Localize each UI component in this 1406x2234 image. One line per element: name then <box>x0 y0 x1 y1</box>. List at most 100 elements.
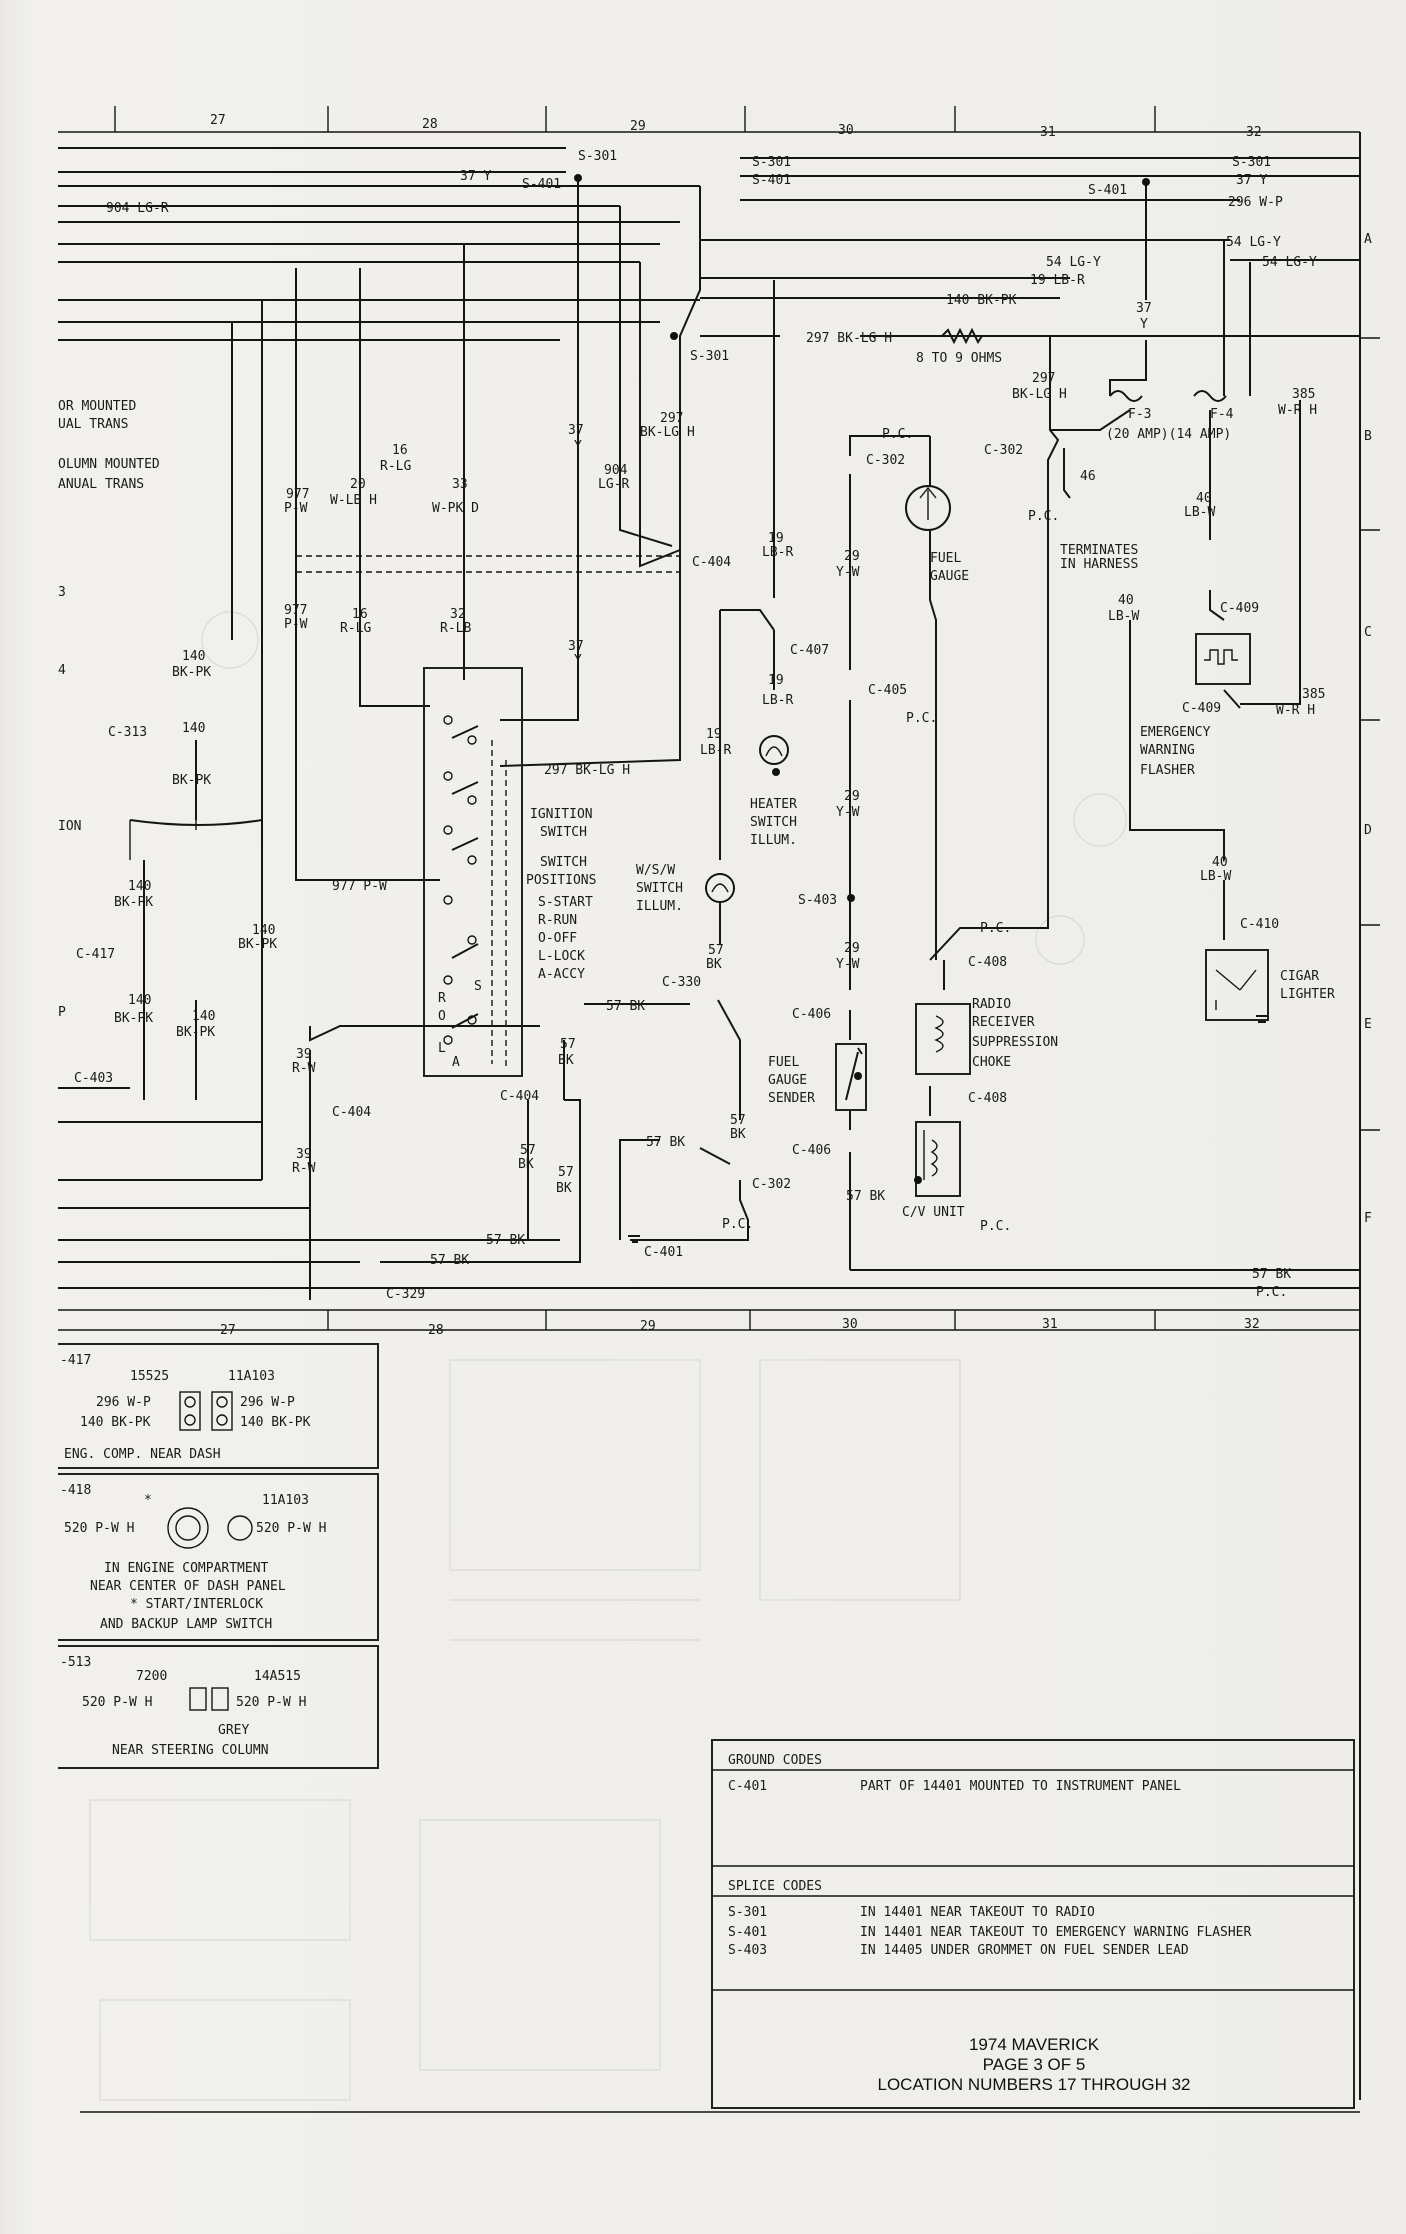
wire-40-lbw: 40 <box>1118 593 1134 608</box>
wire-29-yw: Y-W <box>836 805 860 820</box>
flasher-label: WARNING <box>1140 743 1195 758</box>
wire-40-lbw: LB-W <box>1108 609 1139 624</box>
wire-904-lgr: 904 <box>604 463 628 478</box>
wire-57-bk: 57 <box>708 943 724 958</box>
switch-letter-s: S <box>474 979 482 994</box>
ground-code-desc: PART OF 14401 MOUNTED TO INSTRUMENT PANE… <box>860 1779 1181 1794</box>
wire-57-bk: BK <box>706 957 722 972</box>
bus-label-54-lg-y: 54 LG-Y <box>1262 255 1317 270</box>
terminates-in-harness: IN HARNESS <box>1060 557 1138 572</box>
cv-unit-label: C/V UNIT <box>902 1205 965 1220</box>
inset-wire: 296 W-P <box>96 1395 151 1410</box>
bk-pk-140-branch: 140 BK-PK C-313 140 BK-PK 140 BK-PK 140 … <box>74 649 277 1100</box>
radio-choke-label: RADIO <box>972 997 1011 1012</box>
connector-c410: C-410 <box>1240 917 1279 932</box>
wire-57-bk-h: 57 BK <box>486 1233 525 1248</box>
inset-note: NEAR STEERING COLUMN <box>112 1743 269 1758</box>
radio-choke-label: SUPPRESSION <box>972 1035 1058 1050</box>
fuel-gauge-label: GAUGE <box>930 569 969 584</box>
heater-switch-illum: ILLUM. <box>750 833 797 848</box>
row-letter-e: E <box>1364 1017 1372 1032</box>
inset-box-513: -513 7200 14A515 520 P-W H 520 P-W H GRE… <box>58 1645 379 1769</box>
inset-wire: 140 BK-PK <box>80 1415 151 1430</box>
wire-904-lgr: LG-R <box>598 477 629 492</box>
fuse-f3: F-3 <box>1128 407 1151 422</box>
inset-star: * <box>144 1493 152 1508</box>
radio-choke-label: CHOKE <box>972 1055 1011 1070</box>
bus-label-s401: S-401 <box>522 177 561 192</box>
switch-letter-l: L <box>438 1041 446 1056</box>
grid-num-31: 31 <box>1040 125 1056 140</box>
wire-29-yw: 29 <box>844 549 860 564</box>
connector-c403: C-403 <box>74 1071 113 1086</box>
ground-wires-57bk: 39 R-W C-404 39 R-W 57 BK C-404 57 BK 57… <box>292 943 791 1302</box>
fragment-3: 3 <box>58 585 66 600</box>
splice-code-desc: IN 14401 NEAR TAKEOUT TO RADIO <box>860 1905 1095 1920</box>
terminates-in-harness: TERMINATES <box>1060 543 1138 558</box>
wsw-switch-illum: ILLUM. <box>636 899 683 914</box>
wire-977-pw: 977 <box>284 603 307 618</box>
wire-16-rlg: R-LG <box>340 621 371 636</box>
switch-positions-label: SWITCH <box>540 855 587 870</box>
connector-c404: C-404 <box>692 555 731 570</box>
inset-box-417: -417 15525 11A103 296 W-P 296 W-P 140 BK… <box>58 1343 379 1469</box>
bus-label-s301: S-301 <box>752 155 791 170</box>
bus-label-s401: S-401 <box>752 173 791 188</box>
inset-id: -513 <box>60 1655 91 1670</box>
grid-num-bottom-31: 31 <box>1042 1317 1058 1332</box>
inset-part-left: 7200 <box>136 1669 167 1684</box>
column-mounted-label: ANUAL TRANS <box>58 477 144 492</box>
wire-297-bklg-h: 297 BK-LG H <box>544 763 630 778</box>
wire-977-pw: P-W <box>284 501 308 516</box>
wire-37-y: 37 <box>568 423 584 438</box>
connector-c302: C-302 <box>866 453 905 468</box>
connector-c405: C-405 <box>868 683 907 698</box>
grid-num-27: 27 <box>210 113 226 128</box>
bus-label-54-lg-y: 54 LG-Y <box>1046 255 1101 270</box>
inset-wire: 520 P-W H <box>82 1695 152 1710</box>
inset-wire: 140 BK-PK <box>240 1415 311 1430</box>
pc-label: P.C. <box>1028 509 1059 524</box>
switch-positions-label: POSITIONS <box>526 873 596 888</box>
inset-wire: 520 P-W H <box>256 1521 326 1536</box>
wire-57-bk-h: 57 BK <box>430 1253 469 1268</box>
top-bus-labels: S-301 S-301 S-301 37 Y S-401 S-401 S-401… <box>106 149 1317 366</box>
wire-57-bk: 57 <box>520 1143 536 1158</box>
left-fragment-labels: OR MOUNTED UAL TRANS OLUMN MOUNTED ANUAL… <box>58 399 160 1020</box>
wire-385-wrh: W-R H <box>1276 703 1315 718</box>
pc-label: P.C. <box>722 1217 753 1232</box>
wire-16-rlg: 16 <box>392 443 408 458</box>
bus-label-297-bk-lg: 297 BK-LG H <box>806 331 892 346</box>
inset-note: ENG. COMP. NEAR DASH <box>64 1447 221 1462</box>
connector-c406: C-406 <box>792 1143 831 1158</box>
wire-977-pw: P-W <box>284 617 308 632</box>
connector-c313: C-313 <box>108 725 147 740</box>
row-letter-d: D <box>1364 823 1372 838</box>
bus-label-s301: S-301 <box>690 349 729 364</box>
splice-code: S-401 <box>728 1925 767 1940</box>
resistor-ohms-label: 8 TO 9 OHMS <box>916 351 1002 366</box>
wire-19-lbr: 19 <box>768 673 784 688</box>
grid-num-28: 28 <box>422 117 438 132</box>
splice-s403: S-403 <box>798 893 837 908</box>
pc-label: P.C. <box>1256 1285 1287 1300</box>
wire-19-lbr: 19 <box>768 531 784 546</box>
wire-140-bkpk: 140 <box>182 649 205 664</box>
pc-label: P.C. <box>906 711 937 726</box>
inset-wire: 520 P-W H <box>64 1521 134 1536</box>
switch-position-letters: S R O L A <box>438 979 482 1070</box>
bus-label-904-lg-r: 904 LG-R <box>106 201 169 216</box>
cigar-lighter-label: LIGHTER <box>1280 987 1335 1002</box>
fuel-sender-label: GAUGE <box>768 1073 807 1088</box>
connector-c406: C-406 <box>792 1007 831 1022</box>
ground-code: C-401 <box>728 1779 767 1794</box>
splice-code: S-403 <box>728 1943 767 1958</box>
wire-57-bk-h: 57 BK <box>606 999 645 1014</box>
ignition-switch <box>423 667 523 1077</box>
left-lower-wires <box>58 1050 1360 1300</box>
inset-part-left: 15525 <box>130 1369 169 1384</box>
wire-39-rw: 39 <box>296 1047 312 1062</box>
grid-numbers-top: 27 28 29 30 31 32 <box>210 113 1262 140</box>
flasher-label: EMERGENCY <box>1140 725 1211 740</box>
inset-wire: 296 W-P <box>240 1395 295 1410</box>
